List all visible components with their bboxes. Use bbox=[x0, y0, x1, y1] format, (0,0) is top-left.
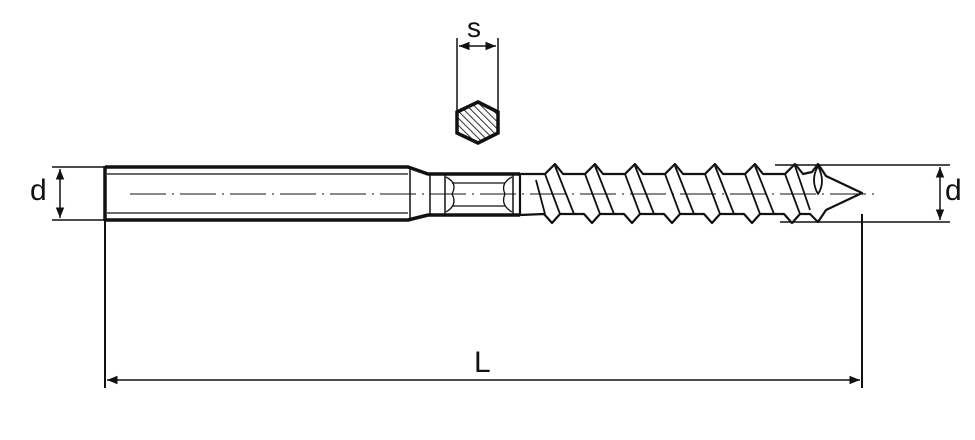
label-diameter-left: d bbox=[30, 174, 47, 207]
label-diameter-right: d bbox=[945, 174, 962, 207]
dimension-length bbox=[104, 214, 863, 388]
label-length: L bbox=[474, 346, 491, 379]
label-hex-size: s bbox=[467, 12, 481, 43]
dimension-d-right bbox=[775, 164, 950, 223]
hex-cross-section bbox=[455, 38, 500, 145]
machine-thread-shank bbox=[103, 165, 520, 222]
dimension-d-left bbox=[52, 166, 104, 221]
